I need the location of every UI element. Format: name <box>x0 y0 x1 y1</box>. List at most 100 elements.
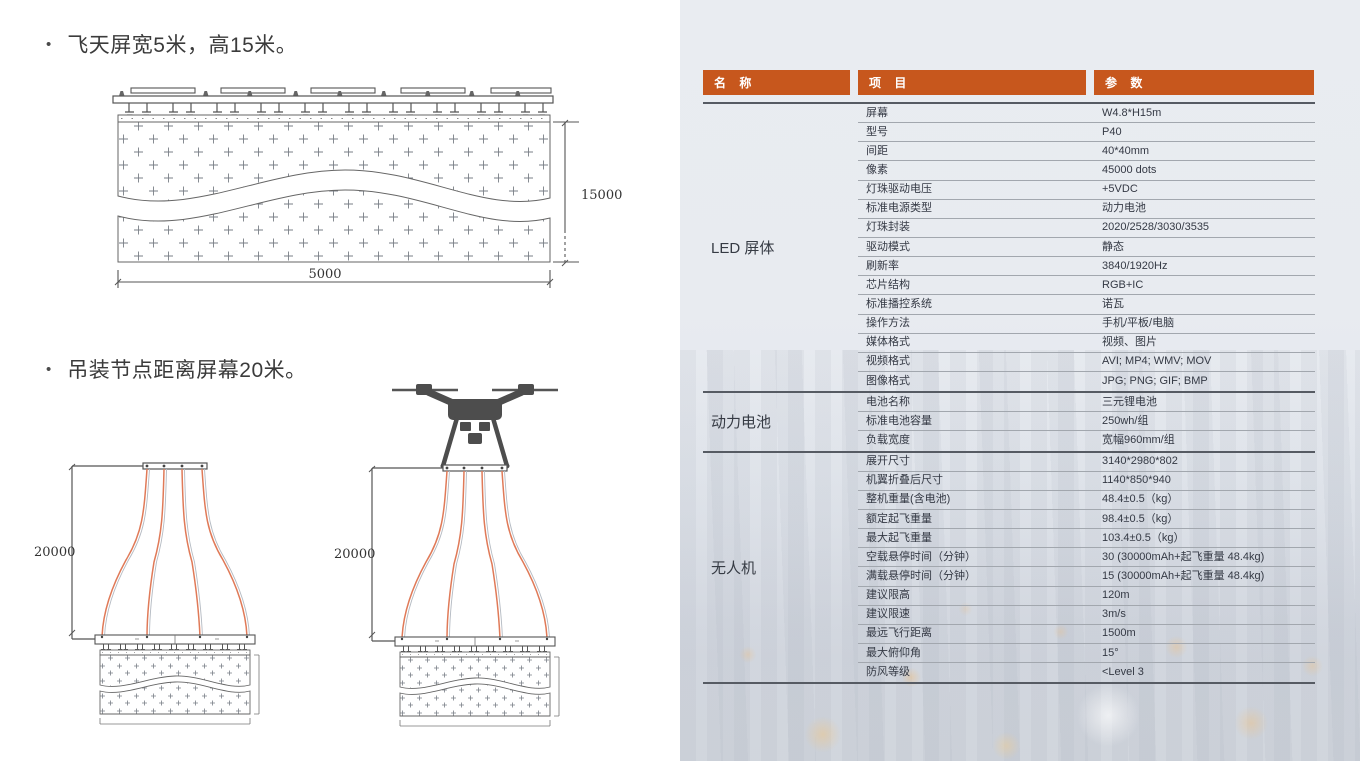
spec-param-value: 2020/2528/3030/3535 <box>1102 221 1210 234</box>
spec-param-value: 120m <box>1102 589 1130 602</box>
spec-param-value: RGB+IC <box>1102 278 1144 291</box>
spec-param-value: 手机/平板/电脑 <box>1102 317 1175 330</box>
spec-section-name: 动力电池 <box>711 414 772 432</box>
spec-item-label: 最远飞行距离 <box>866 627 932 640</box>
bullet-text: 飞天屏宽5米，高15米。 <box>67 34 298 57</box>
spec-item-label: 标准电源类型 <box>866 202 932 215</box>
spec-param-value: 40*40mm <box>1102 144 1150 157</box>
spec-item-label: 整机重量(含电池) <box>866 493 951 506</box>
header-cell-name: 名 称 <box>703 70 850 95</box>
drone-hoist-rig-diagram: 20000 <box>334 382 620 757</box>
spec-item-label: 视频格式 <box>866 355 910 368</box>
header-cell-param: 参 数 <box>1094 70 1314 95</box>
spec-section: 动力电池 电池名称 三元锂电池标准电池容量 250wh/组负载宽度 宽幅960mm/组 <box>703 393 1315 453</box>
spec-item-label: 满载悬停时间（分钟） <box>866 569 976 582</box>
spec-param-value: 250wh/组 <box>1102 414 1149 427</box>
spec-row: 负载宽度 宽幅960mm/组 <box>858 431 1315 450</box>
spec-row: 额定起飞重量 98.4±0.5（kg） <box>858 510 1315 530</box>
spec-row: 型号 P40 <box>858 123 1315 143</box>
hoist-height-dim-label: 20000 <box>34 545 75 560</box>
spec-row: 屏幕 W4.8*H15m <box>858 104 1315 124</box>
spec-row: 展开尺寸 3140*2980*802 <box>858 453 1315 472</box>
spec-row: 灯珠封装 2020/2528/3030/3535 <box>858 219 1315 238</box>
spec-section-name: LED 屏体 <box>711 240 775 258</box>
spec-param-value: JPG; PNG; GIF; BMP <box>1102 375 1208 388</box>
spec-item-label: 负载宽度 <box>866 434 910 447</box>
spec-param-value: 3840/1920Hz <box>1102 259 1168 272</box>
spec-row: 媒体格式 视频、图片 <box>858 334 1315 353</box>
spec-item-label: 建议限高 <box>866 589 910 602</box>
spec-row: 标准电源类型 动力电池 <box>858 200 1315 219</box>
spec-item-label: 芯片结构 <box>866 278 910 291</box>
screen-width-dim-label: 5000 <box>308 267 341 282</box>
spec-param-value: 30 (30000mAh+起飞重量 48.4kg) <box>1102 550 1265 563</box>
header-cell-item: 项 目 <box>858 70 1086 95</box>
spec-param-value: 宽幅960mm/组 <box>1102 434 1175 447</box>
spec-item-label: 屏幕 <box>866 106 888 119</box>
spec-row: 满载悬停时间（分钟） 15 (30000mAh+起飞重量 48.4kg) <box>858 567 1315 587</box>
spec-row: 防风等级 <Level 3 <box>858 663 1315 682</box>
spec-item-label: 像素 <box>866 163 888 176</box>
spec-item-label: 灯珠驱动电压 <box>866 183 932 196</box>
spec-item-label: 机翼折叠后尺寸 <box>866 474 943 487</box>
spec-section-name: 无人机 <box>711 559 757 577</box>
spec-item-label: 标准电池容量 <box>866 414 932 427</box>
spec-param-value: 15 (30000mAh+起飞重量 48.4kg) <box>1102 569 1265 582</box>
spec-param-value: <Level 3 <box>1102 666 1144 679</box>
spec-param-value: 静态 <box>1102 240 1124 253</box>
spec-param-value: 48.4±0.5（kg） <box>1102 493 1179 506</box>
spec-table-header: 名 称 项 目 参 数 <box>703 70 1315 95</box>
spec-item-label: 空载悬停时间（分钟） <box>866 550 976 563</box>
spec-row: 驱动模式静态 <box>858 238 1315 258</box>
spec-item-label: 刷新率 <box>866 259 899 272</box>
spec-item-label: 型号 <box>866 125 888 138</box>
led-screen-elevation-diagram: 15000 5000 <box>112 87 622 288</box>
spec-item-label: 电池名称 <box>866 395 910 408</box>
spec-item-label: 展开尺寸 <box>866 455 910 468</box>
spec-param-value: 3m/s <box>1102 608 1126 621</box>
spec-item-label: 最大俯仰角 <box>866 646 921 659</box>
bullet-marker: • <box>46 360 52 378</box>
spec-param-value: 诺瓦 <box>1102 297 1124 310</box>
spec-section-rows: 展开尺寸 3140*2980*802 机翼折叠后尺寸 1140*850*940 整机重量… <box>858 453 1315 683</box>
spec-param-value: 103.4±0.5（kg） <box>1102 531 1185 544</box>
spec-item-label: 媒体格式 <box>866 336 910 349</box>
spec-param-value: 3140*2980*802 <box>1102 455 1178 468</box>
spec-row: 空载悬停时间（分钟） 30 (30000mAh+起飞重量 48.4kg) <box>858 548 1315 568</box>
spec-row: 电池名称 三元锂电池 <box>858 393 1315 413</box>
spec-param-value: 98.4±0.5（kg） <box>1102 512 1179 525</box>
spec-param-value: W4.8*H15m <box>1102 106 1162 119</box>
hoist-height-dim-label: 20000 <box>334 547 375 562</box>
spec-item-label: 额定起飞重量 <box>866 512 932 525</box>
spec-param-value: +5VDC <box>1102 183 1138 196</box>
bullet-hoist-distance: • 吊装节点距离屏幕20米。 <box>46 354 307 384</box>
spec-row: 标准播控系统 诺瓦 <box>858 295 1315 315</box>
spec-row: 刷新率 3840/1920Hz <box>858 257 1315 277</box>
spec-row: 灯珠驱动电压 +5VDC <box>858 181 1315 200</box>
spec-row: 建议限高 120m <box>858 587 1315 606</box>
spec-param-value: 45000 dots <box>1102 163 1157 176</box>
spec-param-value: 三元锂电池 <box>1102 395 1157 408</box>
spec-item-label: 操作方法 <box>866 317 910 330</box>
spec-param-value: 1140*850*940 <box>1102 474 1171 487</box>
bullet-text: 吊装节点距离屏幕20米。 <box>67 359 307 382</box>
spec-item-label: 灯珠封装 <box>866 221 910 234</box>
spec-item-label: 标准播控系统 <box>866 297 932 310</box>
spec-param-value: 动力电池 <box>1102 202 1146 215</box>
spec-param-value: P40 <box>1102 125 1122 138</box>
spec-item-label: 防风等级 <box>866 666 910 679</box>
hoist-rig-diagram: 20000 <box>34 452 320 752</box>
spec-param-value: 视频、图片 <box>1102 336 1157 349</box>
